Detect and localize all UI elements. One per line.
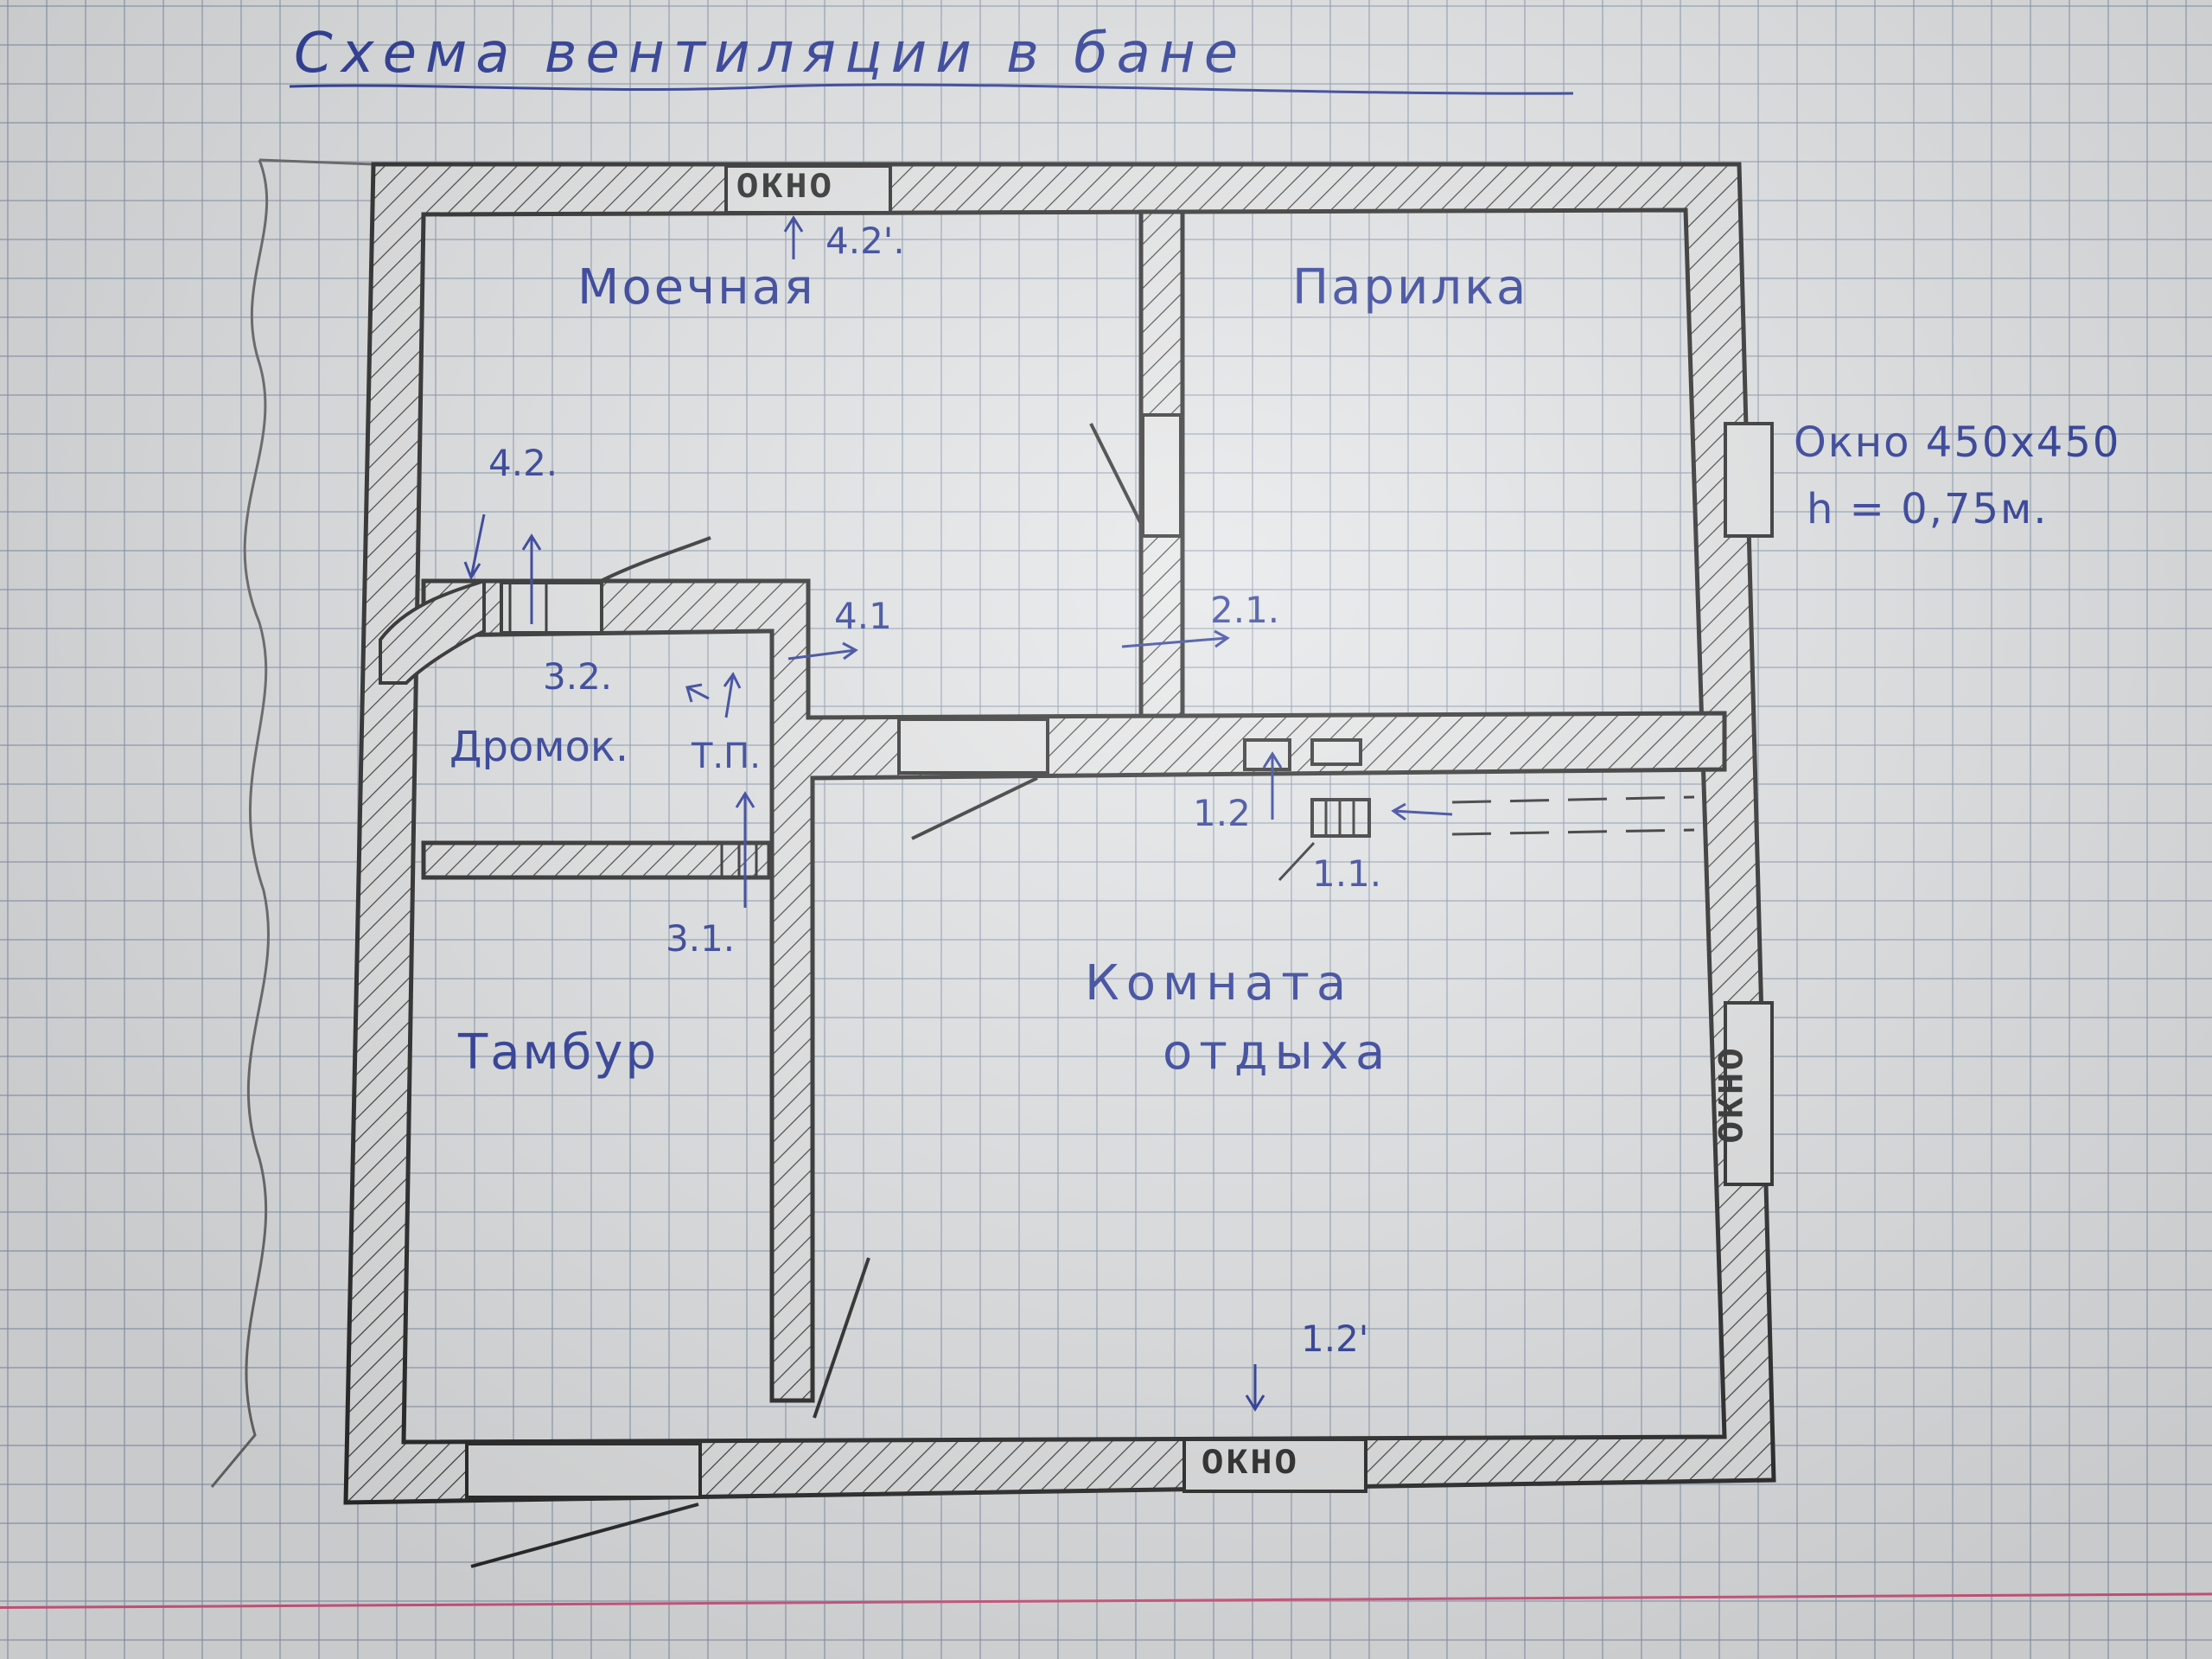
room-label-closet: Дромок. — [449, 723, 629, 771]
arrow-3-2-b — [723, 672, 742, 718]
vent-label-3-1: 3.1. — [666, 917, 736, 960]
exterior-wall — [343, 162, 1776, 1505]
arrow-1-2b — [1245, 1364, 1265, 1412]
window-steam-opening — [1724, 422, 1774, 538]
vent-label-1-2: 1.2 — [1193, 792, 1251, 834]
window-note-size: Окно 450х450 — [1794, 418, 2121, 467]
diagram-title: Схема вентиляции в бане — [294, 22, 1247, 86]
vent-label-4-1: 4.1 — [834, 595, 892, 637]
window-note-height: h = 0,75м. — [1807, 485, 2049, 533]
window-label-bottom: ОКНО — [1202, 1443, 1299, 1484]
stove-dashed-pipe — [1451, 795, 1695, 836]
heat-source-label: Т.П. — [692, 737, 761, 776]
window-right-opening — [1724, 1001, 1774, 1186]
paper-edge-line — [210, 159, 271, 1488]
room-label-rest-line1: Комната — [1085, 955, 1354, 1011]
arrow-1-1 — [1391, 802, 1453, 821]
vent-box-right — [1310, 738, 1362, 766]
arrow-4-2b — [783, 215, 804, 259]
door-swing-rest — [911, 776, 1038, 840]
vent-label-1-2b: 1.2' — [1301, 1318, 1369, 1360]
arrow-1-2 — [1262, 751, 1283, 820]
door-washing — [500, 581, 603, 635]
paper-edge-top — [258, 158, 374, 166]
arrow-4-2-up — [521, 533, 542, 624]
door-swing-entrance — [470, 1503, 699, 1568]
door-swing-steam — [1089, 423, 1144, 528]
room-label-vestibule: Тамбур — [458, 1024, 659, 1081]
arrow-2-1 — [1121, 629, 1230, 648]
door-rest-room — [897, 718, 1049, 775]
arrow-4-1 — [787, 641, 858, 660]
stove-leader-line — [1278, 841, 1316, 882]
room-label-washing: Моечная — [577, 259, 816, 316]
vent-arrows — [463, 215, 1453, 1412]
wall-closet-vestibule — [421, 840, 772, 880]
window-top-opening — [724, 164, 892, 214]
door-swing-washing — [600, 536, 711, 583]
arrow-3-2-a — [685, 683, 710, 703]
window-bottom-opening — [1182, 1438, 1367, 1493]
arrow-3-1 — [735, 791, 755, 908]
vent-label-1-1: 1.1. — [1312, 852, 1382, 895]
vestibule-vent-lines — [720, 843, 758, 877]
room-label-rest-line2: отдыха — [1163, 1024, 1393, 1081]
stove-grate-bars — [1324, 800, 1355, 836]
door-steam — [1141, 413, 1182, 538]
room-label-steam: Парилка — [1292, 259, 1529, 316]
title-underline — [289, 83, 1574, 95]
vent-label-4-2b: 4.2'. — [826, 220, 905, 262]
door-swing-vestibule — [813, 1257, 870, 1419]
door-entrance — [465, 1442, 702, 1499]
wall-middle-horizontal — [421, 578, 1727, 1403]
arrow-4-2-down — [463, 514, 486, 581]
vent-box-1-2 — [1243, 738, 1291, 771]
vent-label-2-1: 2.1. — [1210, 589, 1280, 631]
window-label-top: ОКНО — [736, 167, 834, 208]
corner-vent-lines — [508, 584, 548, 631]
window-label-right: ОКНО — [1712, 1045, 1754, 1144]
vent-label-3-2: 3.2. — [543, 655, 613, 698]
vent-label-4-2: 4.2. — [488, 442, 558, 484]
corner-curve — [379, 578, 486, 685]
